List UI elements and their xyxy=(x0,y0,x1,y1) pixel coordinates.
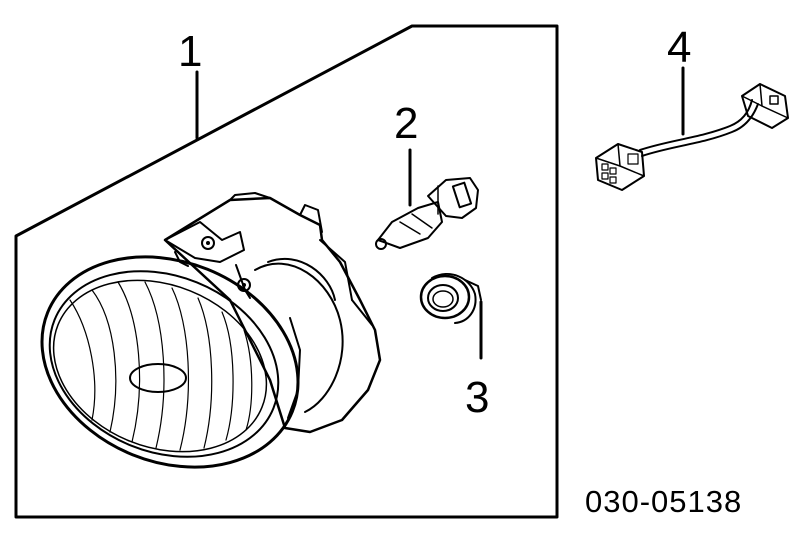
assembly-outline xyxy=(14,24,559,519)
callout-4: 4 xyxy=(667,23,691,72)
callout-2: 2 xyxy=(394,99,418,148)
callout-3: 3 xyxy=(465,373,489,422)
fog-lamp-assembly xyxy=(40,192,382,469)
bulb xyxy=(375,177,479,250)
socket xyxy=(419,273,482,324)
diagram-code: 030-05138 xyxy=(585,484,742,519)
wiring-harness xyxy=(595,83,789,191)
callout-1: 1 xyxy=(178,27,202,76)
